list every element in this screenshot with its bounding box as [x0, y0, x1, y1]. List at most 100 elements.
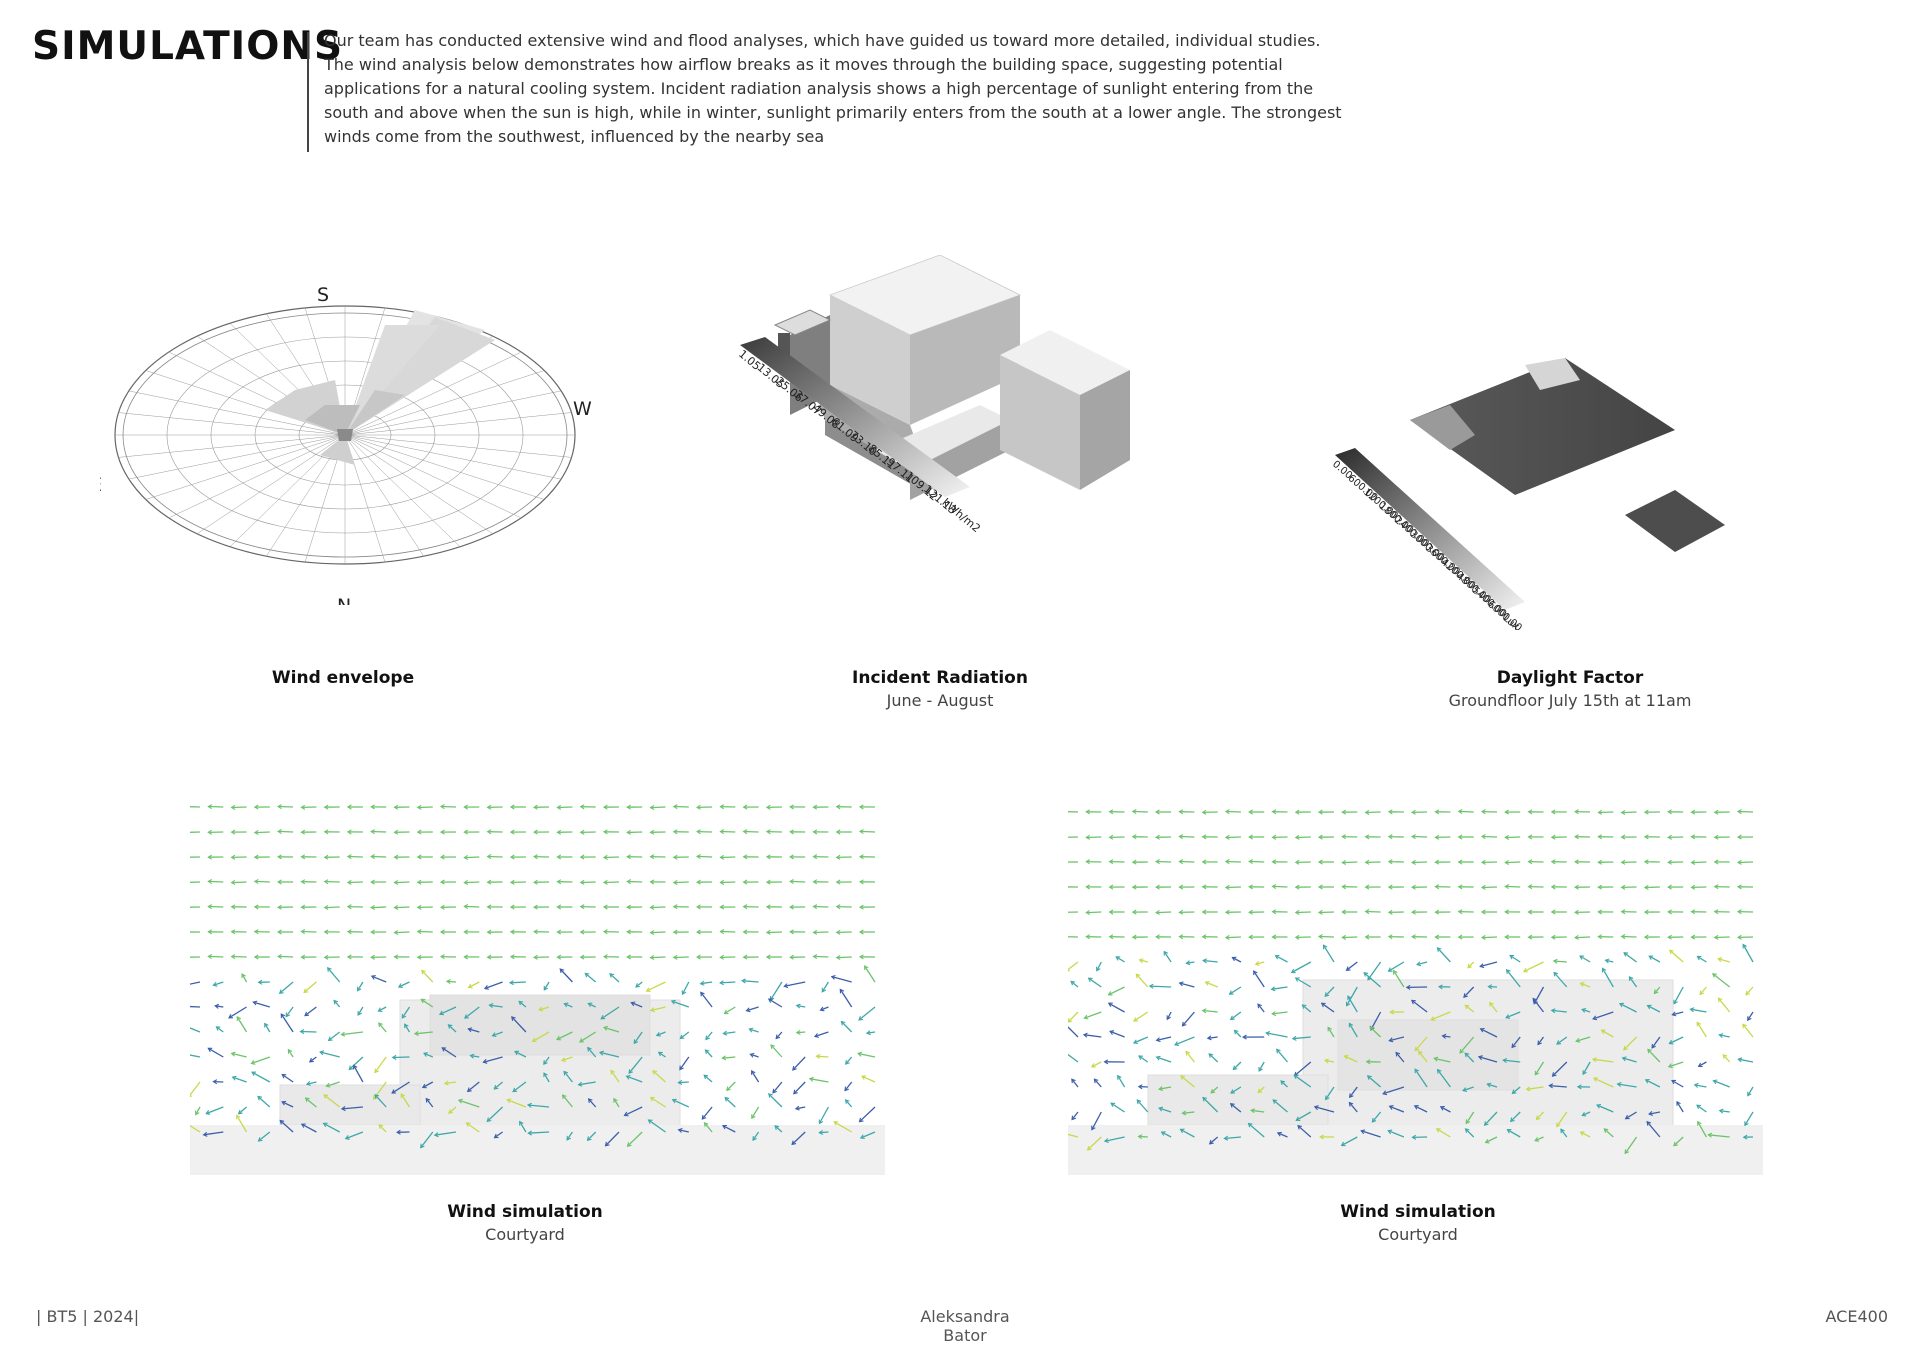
wind-vector-arrow: [1430, 1011, 1451, 1021]
wind-vector-arrowhead: [1347, 995, 1352, 1001]
wind-vector-arrowhead: [833, 1121, 839, 1126]
wind-vector-arrowhead: [672, 879, 678, 885]
wind-vector-arrowhead: [401, 1013, 407, 1019]
wind-vector-arrowhead: [1317, 909, 1323, 915]
wind-vector-arrow: [1225, 836, 1241, 839]
wind-vector-arrow: [650, 956, 666, 959]
wind-vector-arrowhead: [700, 991, 705, 997]
wind-vector-arrowhead: [1418, 1050, 1423, 1056]
wind-vector-arrowhead: [509, 929, 515, 935]
wind-vector-arrowhead: [649, 879, 655, 885]
wind-vector-arrowhead: [1320, 1002, 1326, 1008]
wind-vector-arrowhead: [1504, 934, 1509, 940]
wind-vector-arrowhead: [602, 904, 608, 910]
wind-vector-arrowhead: [1550, 909, 1556, 915]
wind-vector-arrow: [1624, 1136, 1638, 1154]
wind-vector-arrowhead: [864, 965, 869, 971]
wind-vector-arrow: [1096, 961, 1102, 971]
wind-vector-arrowhead: [1643, 859, 1649, 865]
wind-vector-arrow: [494, 1131, 503, 1139]
wind-vector-arrow: [795, 1106, 806, 1110]
wind-vector-arrowhead: [819, 1006, 825, 1012]
caption-subtitle: Groundfloor July 15th at 11am: [1448, 691, 1692, 710]
wind-vector-arrowhead: [1323, 1058, 1329, 1064]
wind-vector-arrowhead: [1601, 967, 1607, 973]
wind-vector-arrowhead: [1224, 884, 1230, 890]
wind-vector-arrowhead: [765, 854, 771, 860]
wind-vector-arrow: [633, 1031, 643, 1044]
wind-vector-arrow: [720, 930, 736, 933]
wind-vector-arrow: [391, 1081, 410, 1094]
wind-vector-arrowhead: [1504, 884, 1510, 890]
wind-vector-arrow: [1341, 1136, 1358, 1147]
wind-vector-arrow: [818, 1106, 829, 1124]
wind-vector-arrow: [303, 981, 317, 993]
wind-vector-arrow: [1505, 836, 1521, 839]
wind-vector-arrowhead: [1324, 1095, 1330, 1101]
wind-vector-arrow: [1161, 1131, 1172, 1138]
wind-vector-arrowhead: [1527, 884, 1533, 890]
wind-vector-arrowhead: [370, 804, 375, 810]
wind-vector-arrowhead: [1711, 973, 1717, 978]
wind-vector-arrowhead: [1248, 909, 1253, 915]
wind-vector-arrowhead: [1644, 1078, 1650, 1084]
wind-vector-arrowhead: [1366, 1075, 1372, 1080]
wind-vector-arrowhead: [649, 929, 655, 935]
wind-vector-arrow: [1293, 1074, 1312, 1088]
wind-vector-arrowhead: [1643, 884, 1649, 890]
wind-vector-arrowhead: [207, 854, 212, 860]
wind-vector-arrowhead: [257, 979, 263, 985]
wind-vector-arrowhead: [423, 1052, 428, 1057]
wind-vector-arrowhead: [813, 1033, 819, 1038]
wind-vector-arrowhead: [300, 829, 306, 835]
wind-vector-arrowhead: [1085, 809, 1090, 815]
wind-vector-arrowhead: [791, 1140, 797, 1146]
wind-vector-arrowhead: [719, 929, 725, 935]
wind-vector-arrow: [742, 980, 759, 983]
wind-vector-arrowhead: [493, 1084, 499, 1090]
wind-vector-arrowhead: [531, 1037, 537, 1043]
wind-vector-arrowhead: [566, 1135, 571, 1141]
wind-vector-arrowhead: [1137, 1084, 1143, 1090]
wind-vector-arrowhead: [1505, 968, 1511, 974]
wind-vector-arrowhead: [577, 1081, 583, 1087]
wind-vector-arrowhead: [207, 954, 213, 960]
wind-vector-arrow: [207, 1047, 224, 1058]
wind-vector-arrow: [216, 1026, 224, 1033]
wind-vector-arrowhead: [543, 985, 549, 991]
wind-vector-arrow: [492, 1031, 503, 1037]
wind-vector-arrowhead: [677, 1127, 683, 1133]
wind-vector-arrowhead: [1463, 993, 1468, 998]
wind-vector-arrowhead: [319, 1050, 325, 1056]
wind-vector-arrow: [1621, 935, 1637, 938]
wind-vector-arrow: [425, 1098, 434, 1108]
wind-vector-arrow: [1275, 955, 1288, 963]
wind-vector-arrowhead: [1230, 1089, 1236, 1094]
wind-vector-arrowhead: [1231, 956, 1237, 962]
wind-vector-arrowhead: [1232, 1065, 1238, 1071]
wind-vector-arrow: [844, 1081, 853, 1091]
wind-vector-arrowhead: [1457, 809, 1463, 815]
wind-vector-arrowhead: [511, 1016, 516, 1022]
wind-vector-arrow: [1575, 936, 1591, 939]
wind-vector-arrow: [772, 1081, 783, 1094]
wind-vector-arrow: [509, 981, 526, 984]
wind-vector-arrowhead: [1071, 1115, 1076, 1121]
wind-vector-arrow: [726, 1081, 736, 1091]
wind-vector-arrowhead: [1480, 859, 1486, 865]
wind-vector-arrowhead: [1505, 1014, 1511, 1019]
wind-vector-arrow: [1179, 982, 1195, 988]
wind-vector-arrowhead: [1210, 1088, 1216, 1094]
wind-vector-arrowhead: [1574, 859, 1579, 865]
footer-author: Aleksandra Bator: [920, 1307, 1010, 1345]
wind-vector-arrowhead: [626, 954, 631, 960]
wind-vector-arrow: [1582, 1061, 1591, 1075]
wind-vector-arrowhead: [765, 904, 771, 910]
wind-vector-arrow: [1068, 811, 1079, 813]
wind-vector-arrowhead: [840, 1020, 846, 1026]
wind-vector-arrow: [258, 1131, 271, 1142]
wind-vector-arrowhead: [858, 954, 864, 960]
wind-vector-arrowhead: [1574, 909, 1579, 915]
wind-vector-arrow: [236, 1115, 248, 1133]
wind-vector-arrowhead: [1180, 1075, 1185, 1080]
